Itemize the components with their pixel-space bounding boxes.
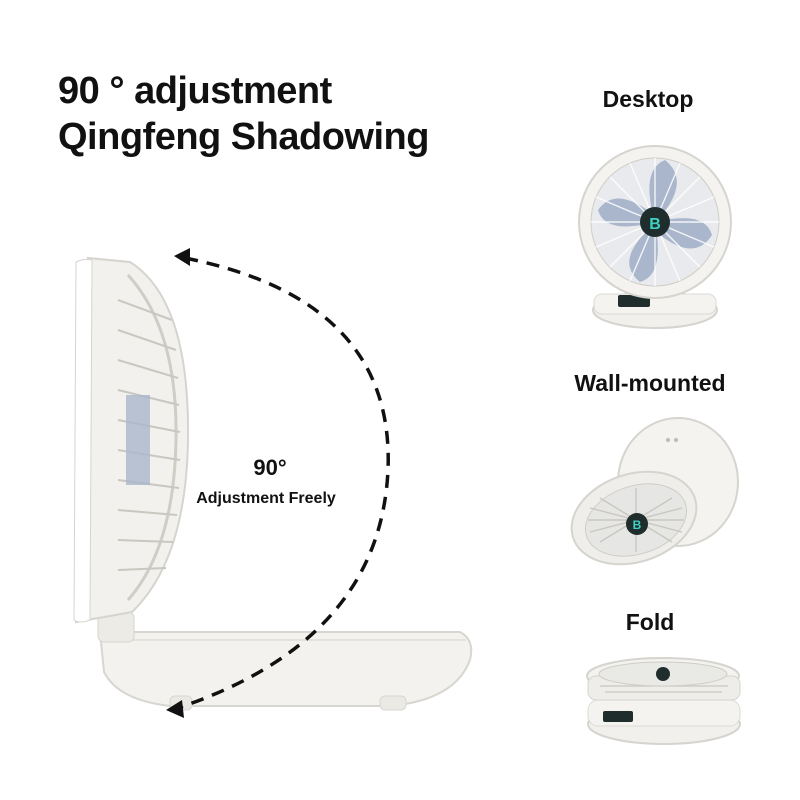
svg-text:B: B xyxy=(633,518,642,532)
mode-label-fold: Fold xyxy=(625,609,675,635)
svg-text:B: B xyxy=(649,216,661,233)
mode-label-wall-mounted: Wall-mounted xyxy=(574,370,726,396)
headline-line-2: Qingfeng Shadowing xyxy=(58,116,429,158)
angle-caption: Adjustment Freely xyxy=(196,490,336,507)
headline-line-1: 90 ° adjustment xyxy=(58,70,332,112)
angle-value: 90° xyxy=(253,455,287,480)
headline: 90 ° adjustment Qingfeng Shadowing xyxy=(58,68,429,160)
mode-label-desktop: Desktop xyxy=(602,86,694,112)
